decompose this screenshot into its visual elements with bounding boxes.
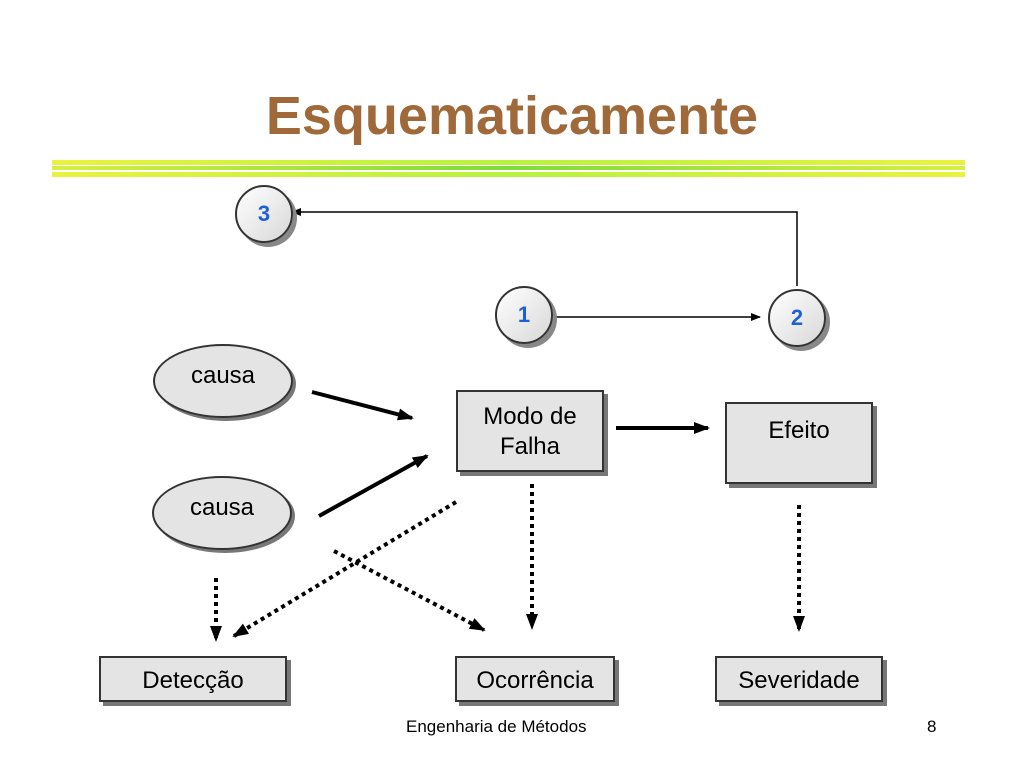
failure-mode-label-line1: Modo de bbox=[483, 403, 577, 430]
occurrence-box: Ocorrência bbox=[455, 656, 615, 702]
title-underline-bar bbox=[52, 172, 965, 177]
step-circle-3: 3 bbox=[235, 185, 293, 243]
step-circle-2: 2 bbox=[768, 289, 826, 347]
failure-mode-box: Modo de Falha bbox=[456, 390, 604, 472]
slide-title: Esquematicamente bbox=[265, 86, 759, 146]
title-underline-bar bbox=[52, 160, 965, 165]
dotted-failure-to-detection bbox=[232, 500, 458, 638]
connector-2-to-3 bbox=[291, 208, 798, 286]
severity-box: Severidade bbox=[715, 656, 883, 702]
dotted-cause-to-occurrence bbox=[333, 549, 486, 632]
cause-ellipse-1: causa bbox=[153, 344, 293, 418]
page-number: 8 bbox=[927, 717, 937, 736]
title-underline-bar bbox=[52, 166, 965, 170]
failure-mode-label-line2: Falha bbox=[499, 433, 561, 460]
arrow-cause1-to-failure bbox=[311, 390, 414, 421]
effect-box: Efeito bbox=[725, 402, 873, 484]
arrow-cause2-to-failure bbox=[318, 454, 429, 518]
step-circle-1: 1 bbox=[495, 286, 553, 344]
cause-ellipse-2: causa bbox=[152, 476, 292, 550]
detection-box: Detecção bbox=[99, 656, 287, 702]
footer-text: Engenharia de Métodos bbox=[406, 717, 587, 736]
